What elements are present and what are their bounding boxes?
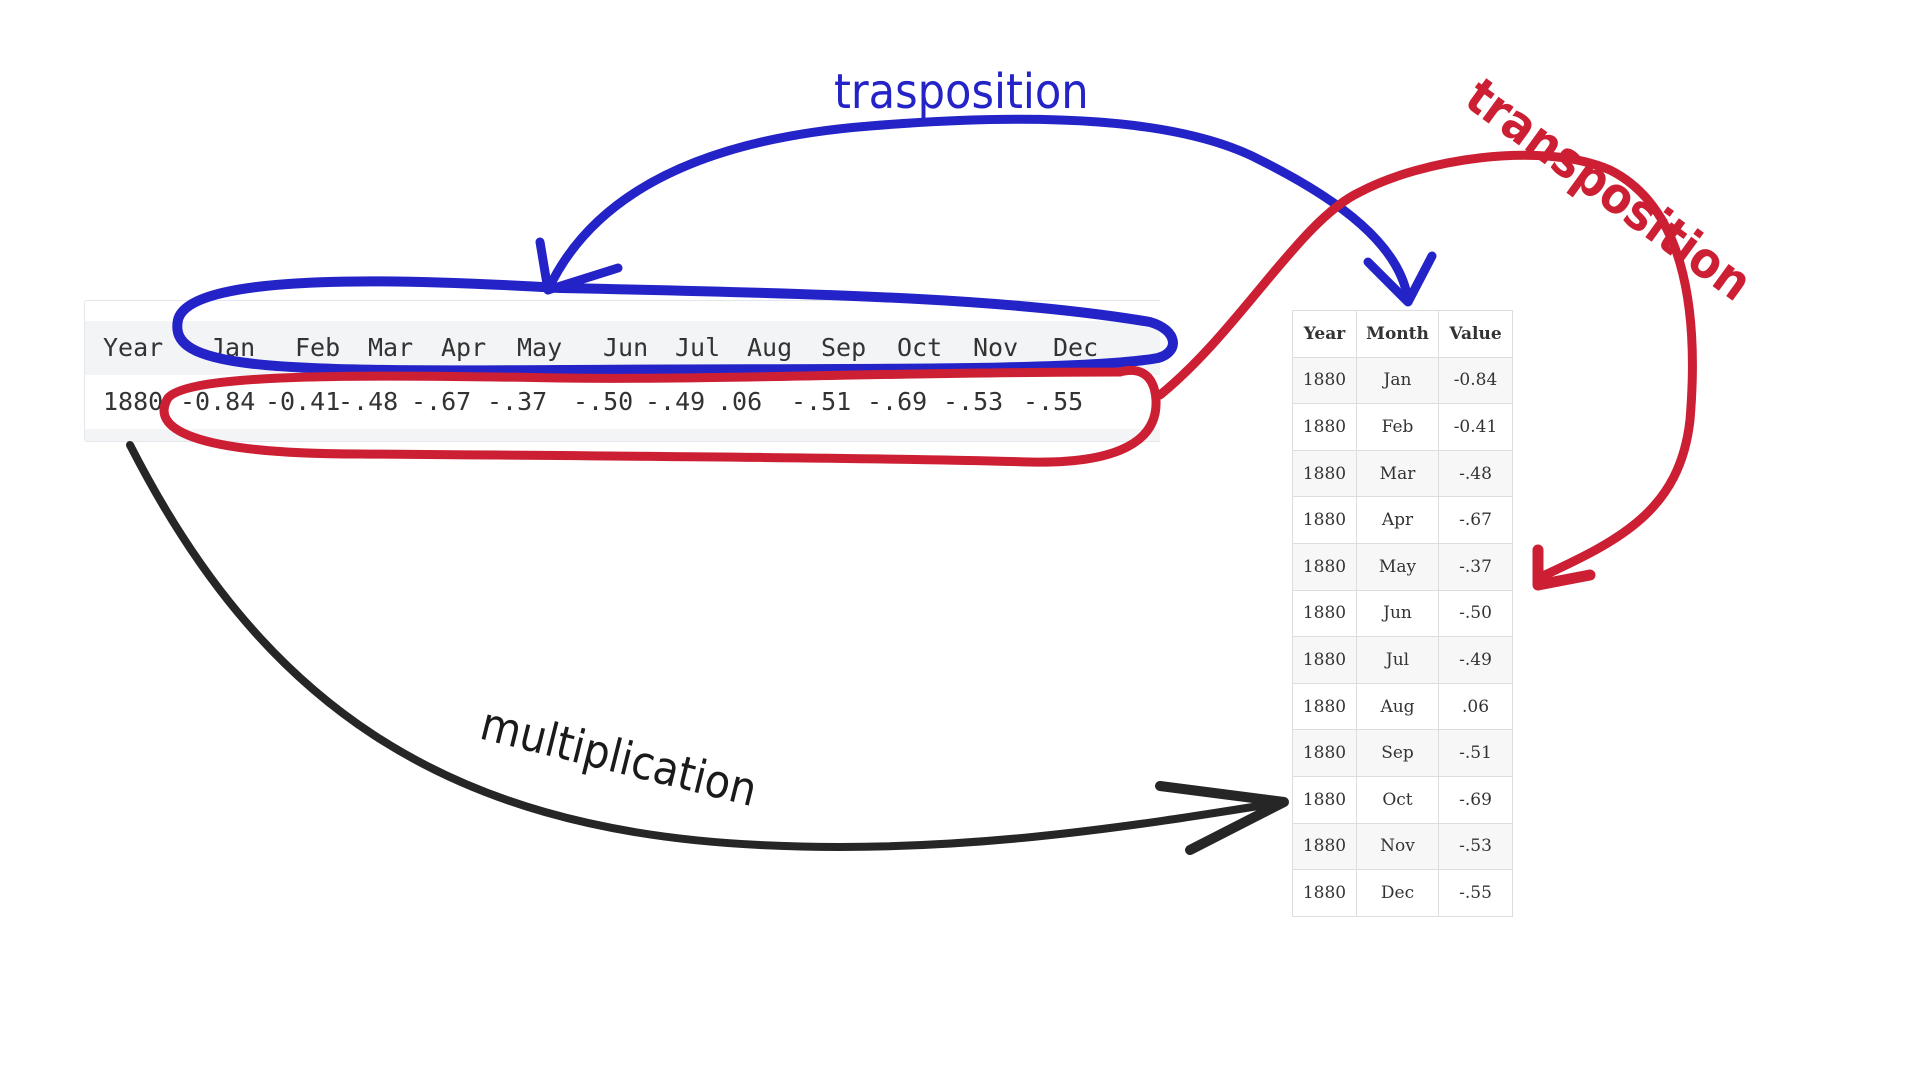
wide-year-cell: 1880 xyxy=(103,387,164,416)
wide-header-cell: Jun xyxy=(603,333,649,362)
wide-value-cell: -.51 xyxy=(791,387,852,416)
wide-value-cell: -.49 xyxy=(645,387,706,416)
wide-value-cell: -0.41 xyxy=(265,387,341,416)
wide-header-cell: Apr xyxy=(441,333,487,362)
tall-year-cell: 1880 xyxy=(1292,496,1357,544)
tall-year-cell: 1880 xyxy=(1292,869,1357,917)
wide-table-data-row: 1880 -0.84 -0.41-.48 -.67 -.37 -.50 -.49 .06 -.5… xyxy=(85,375,1160,429)
tall-month-cell: Nov xyxy=(1356,822,1439,871)
red-transposition-arrow xyxy=(1155,150,1697,580)
tall-month-cell: Jul xyxy=(1356,636,1439,684)
tall-month-cell: Jun xyxy=(1356,589,1439,638)
tall-month-cell: May xyxy=(1356,542,1439,591)
tall-year-cell: 1880 xyxy=(1292,403,1357,451)
tall-month-cell: Aug xyxy=(1356,682,1439,731)
wide-header-cell: Jul xyxy=(675,333,721,362)
blue-arrowhead-left xyxy=(535,237,623,295)
red-values-loop xyxy=(159,365,1161,467)
blue-arrowhead-right xyxy=(1363,251,1437,307)
wide-header-cell: May xyxy=(517,333,563,362)
tall-value-cell: -.53 xyxy=(1438,822,1513,871)
tall-year-cell: 1880 xyxy=(1292,636,1357,684)
wide-header-cell: Feb xyxy=(295,333,341,362)
tall-year-cell: 1880 xyxy=(1292,542,1357,591)
tall-table-header-year: Year xyxy=(1292,310,1357,358)
tall-year-cell: 1880 xyxy=(1292,822,1357,871)
wide-value-cell: -.50 xyxy=(573,387,634,416)
wide-value-cell: -.37 xyxy=(487,387,548,416)
tall-value-cell: -.67 xyxy=(1438,496,1513,544)
tall-value-cell: -.51 xyxy=(1438,729,1513,777)
black-multiplication-label: multiplication xyxy=(475,696,762,817)
tall-value-cell: .06 xyxy=(1438,682,1513,731)
wide-value-cell: -.67 xyxy=(411,387,472,416)
wide-value-cell: -.69 xyxy=(867,387,928,416)
wide-value-cell: .06 xyxy=(717,387,763,416)
tall-year-cell: 1880 xyxy=(1292,682,1357,731)
tall-month-cell: Feb xyxy=(1356,403,1439,451)
blue-trasposition-label: trasposition xyxy=(834,64,1089,120)
tall-year-cell: 1880 xyxy=(1292,729,1357,777)
wide-header-cell: Dec xyxy=(1053,333,1099,362)
wide-header-cell: Year xyxy=(103,333,164,362)
tall-month-cell: Apr xyxy=(1356,496,1439,544)
red-transposition-label: transposition xyxy=(1455,67,1763,313)
tall-month-cell: Mar xyxy=(1356,449,1439,498)
wide-table-footer-strip xyxy=(85,429,1160,441)
tall-value-cell: -.48 xyxy=(1438,449,1513,498)
tall-year-cell: 1880 xyxy=(1292,775,1357,824)
tall-year-cell: 1880 xyxy=(1292,449,1357,498)
red-arrowhead xyxy=(1532,544,1596,591)
wide-header-cell: Mar xyxy=(368,333,414,362)
wide-header-cell: Nov xyxy=(973,333,1019,362)
wide-value-cell: -.48 xyxy=(338,387,399,416)
tall-value-cell: -.50 xyxy=(1438,589,1513,638)
wide-value-cell: -.55 xyxy=(1023,387,1084,416)
tall-table-header-row: Year Month Value xyxy=(1292,310,1513,358)
wide-value-cell: -.53 xyxy=(943,387,1004,416)
black-multiplication-arrow xyxy=(126,441,1288,851)
black-arrowhead xyxy=(1155,781,1289,855)
tall-month-cell: Dec xyxy=(1356,869,1439,917)
wide-header-cell: Sep xyxy=(821,333,867,362)
blue-header-loop xyxy=(172,276,1178,376)
tall-month-cell: Jan xyxy=(1356,356,1439,405)
tall-table-header-month: Month xyxy=(1356,310,1439,358)
tall-value-cell: -.55 xyxy=(1438,869,1513,917)
wide-value-cell: -0.84 xyxy=(180,387,256,416)
tall-value-cell: -0.41 xyxy=(1438,403,1513,451)
wide-header-cell: Oct xyxy=(897,333,943,362)
tall-month-cell: Sep xyxy=(1356,729,1439,777)
tall-value-cell: -.37 xyxy=(1438,542,1513,591)
tall-value-cell: -.69 xyxy=(1438,775,1513,824)
tall-year-cell: 1880 xyxy=(1292,356,1357,405)
wide-header-cell: Aug xyxy=(747,333,793,362)
tall-table-header-value: Value xyxy=(1438,310,1513,358)
